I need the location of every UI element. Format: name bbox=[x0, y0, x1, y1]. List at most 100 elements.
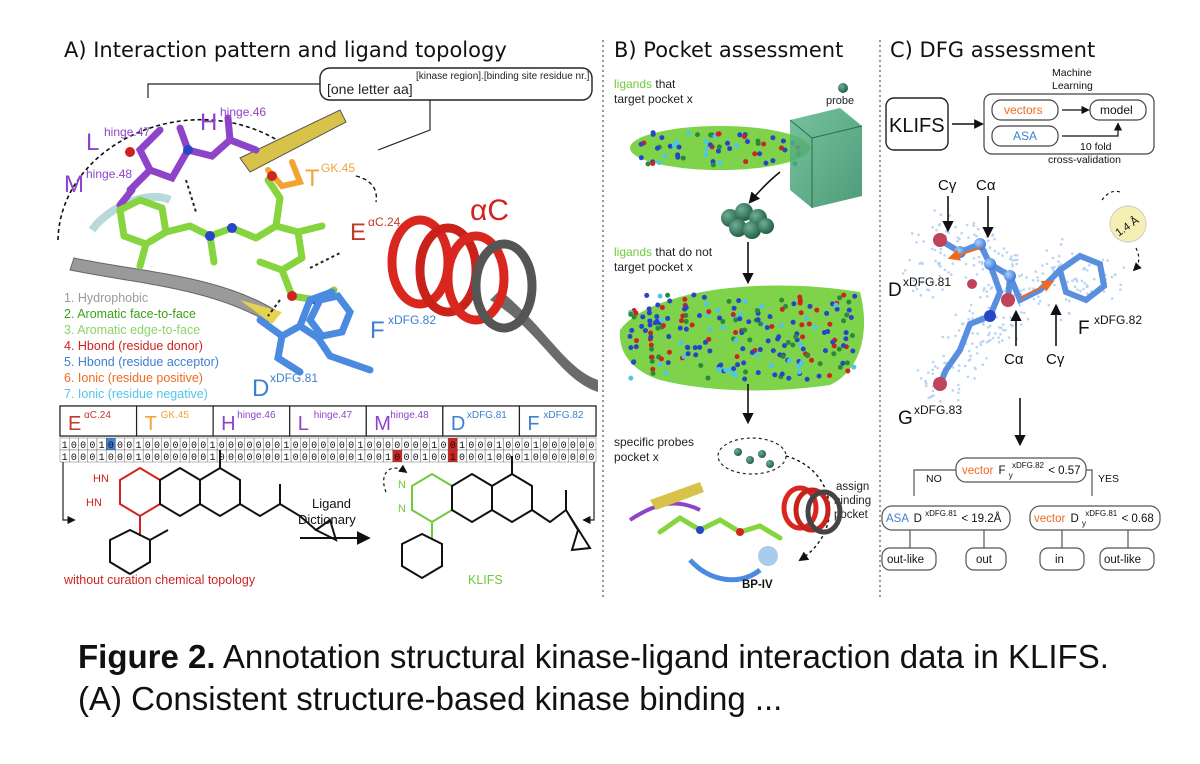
figure-caption: Figure 2. Annotation structural kinase-l… bbox=[78, 636, 1158, 720]
svg-text:xDFG.81: xDFG.81 bbox=[903, 275, 951, 289]
surface-dot bbox=[915, 241, 918, 244]
curation-arrow bbox=[383, 464, 408, 493]
surface-dot bbox=[979, 343, 983, 347]
surface-dot bbox=[931, 368, 934, 371]
fingerprint-bit: 0 bbox=[330, 453, 336, 464]
surface-dot bbox=[939, 213, 943, 216]
panel-a-title: A) Interaction pattern and ligand topolo… bbox=[64, 38, 507, 62]
ligand-atom-dot bbox=[645, 161, 651, 167]
ligand-atom-dot bbox=[649, 354, 655, 360]
ligand-atom-dot bbox=[735, 362, 741, 368]
surface-dot bbox=[957, 391, 960, 395]
svg-text:hinge.48: hinge.48 bbox=[86, 167, 132, 181]
ligand-atom-dot bbox=[736, 298, 742, 304]
ligand-atom-dot bbox=[840, 360, 846, 366]
svg-text:xDFG.83: xDFG.83 bbox=[914, 403, 962, 417]
tree-right bbox=[1029, 505, 1161, 531]
ligand-atom-dot bbox=[779, 297, 785, 303]
assign-l3: pocket bbox=[834, 509, 869, 521]
surface-dot bbox=[1002, 247, 1006, 250]
surface-dot bbox=[997, 340, 1001, 344]
asa-box bbox=[991, 125, 1059, 147]
fingerprint-bit: 1 bbox=[99, 453, 105, 464]
fingerprint-bit: 1 bbox=[209, 441, 215, 452]
fingerprint-bit: 0 bbox=[256, 453, 262, 464]
surface-dot bbox=[977, 255, 981, 259]
surface-dot bbox=[976, 332, 979, 335]
fingerprint-bit: 0 bbox=[182, 453, 188, 464]
fingerprint-header-letter: F bbox=[527, 413, 539, 435]
ligand-atom-dot bbox=[831, 351, 837, 357]
caption-uncurated: without curation chemical topology bbox=[63, 573, 256, 587]
surface-dot bbox=[1022, 311, 1026, 315]
tree-yes: YES bbox=[1098, 473, 1119, 485]
surface-dot bbox=[1079, 289, 1082, 293]
surface-dot bbox=[1028, 287, 1031, 290]
surface-dot bbox=[989, 338, 992, 342]
ligand-atom-dot bbox=[791, 301, 797, 307]
surface-dot bbox=[1036, 295, 1040, 298]
ligand-atom-dot bbox=[659, 305, 665, 311]
hinge-arc bbox=[57, 118, 293, 241]
surface-dot bbox=[1059, 243, 1063, 246]
model-label: model bbox=[1100, 103, 1133, 117]
ligand-atom-dot bbox=[800, 346, 806, 352]
ligand-atom-dot bbox=[737, 316, 743, 322]
surface-dot bbox=[997, 326, 1001, 329]
surface-dot bbox=[982, 323, 985, 327]
ligand-atom-dot bbox=[650, 160, 656, 166]
residue-d-xdfg81: D xDFG.81 bbox=[888, 275, 951, 301]
surface-dot bbox=[982, 289, 985, 292]
svg-text:F: F bbox=[1078, 318, 1090, 339]
surface-dot bbox=[1041, 264, 1044, 267]
surface-dot bbox=[1102, 290, 1106, 293]
fingerprint-header-sup: hinge.46 bbox=[237, 410, 276, 421]
surface-dot bbox=[979, 295, 982, 299]
fingerprint-bit: 0 bbox=[237, 441, 243, 452]
surface-dot bbox=[1010, 255, 1013, 258]
fingerprint-bit: 1 bbox=[487, 453, 493, 464]
tree-leaf bbox=[1039, 547, 1085, 571]
surface-dot bbox=[934, 259, 937, 263]
surface-dot bbox=[967, 349, 971, 353]
surface-dot bbox=[975, 345, 978, 349]
ligand-atom-dot bbox=[633, 310, 639, 316]
ligand-atom-dot bbox=[754, 352, 760, 358]
ligand-atom-dot bbox=[697, 313, 703, 319]
ligand-atom-dot bbox=[800, 334, 806, 340]
fingerprint-header-sup: xDFG.81 bbox=[467, 410, 507, 421]
fingerprint-bit: 0 bbox=[367, 453, 373, 464]
surface-dot bbox=[1034, 270, 1038, 273]
surface-dot bbox=[1083, 281, 1087, 285]
fingerprint-bit: 0 bbox=[441, 453, 447, 464]
svg-text:hinge.47: hinge.47 bbox=[104, 125, 150, 139]
fingerprint-bit: 0 bbox=[126, 441, 132, 452]
ligand-atom-dot bbox=[790, 342, 796, 348]
ligand-atom-dot bbox=[757, 321, 763, 327]
ligand-atom-dot bbox=[659, 135, 665, 141]
surface-dot bbox=[957, 387, 961, 391]
surface-dot bbox=[1073, 285, 1077, 288]
decision-tree: vector F y xDFG.82 < 0.57 NO YES ASA D x… bbox=[881, 457, 1161, 571]
ligand-atom-dot bbox=[646, 306, 652, 312]
ligand-atom-dot bbox=[715, 131, 721, 137]
surface-dot bbox=[993, 237, 996, 241]
svg-text:out-like: out-like bbox=[1104, 554, 1141, 566]
ligand-atom-dot bbox=[846, 299, 852, 305]
ligand-atom-dot bbox=[650, 370, 656, 376]
residue-f-xdfg82: F xDFG.82 bbox=[1078, 313, 1142, 339]
surface-dot bbox=[939, 399, 942, 403]
dfg-molecule bbox=[901, 196, 1126, 409]
surface-dot bbox=[974, 367, 977, 371]
ligand-atom-dot bbox=[695, 132, 701, 138]
surface-dot bbox=[986, 326, 990, 329]
legend-item: 7. Ionic (residue negative) bbox=[64, 387, 208, 401]
ligand-dictionary-l2: Dictionary bbox=[298, 512, 356, 527]
fingerprint-bit: 1 bbox=[136, 441, 142, 452]
legend-item: 1. Hydrophobic bbox=[64, 291, 148, 305]
ligand-atom-dot bbox=[741, 134, 747, 140]
surface-dot bbox=[932, 279, 935, 283]
ligand-atom-dot bbox=[710, 162, 716, 168]
